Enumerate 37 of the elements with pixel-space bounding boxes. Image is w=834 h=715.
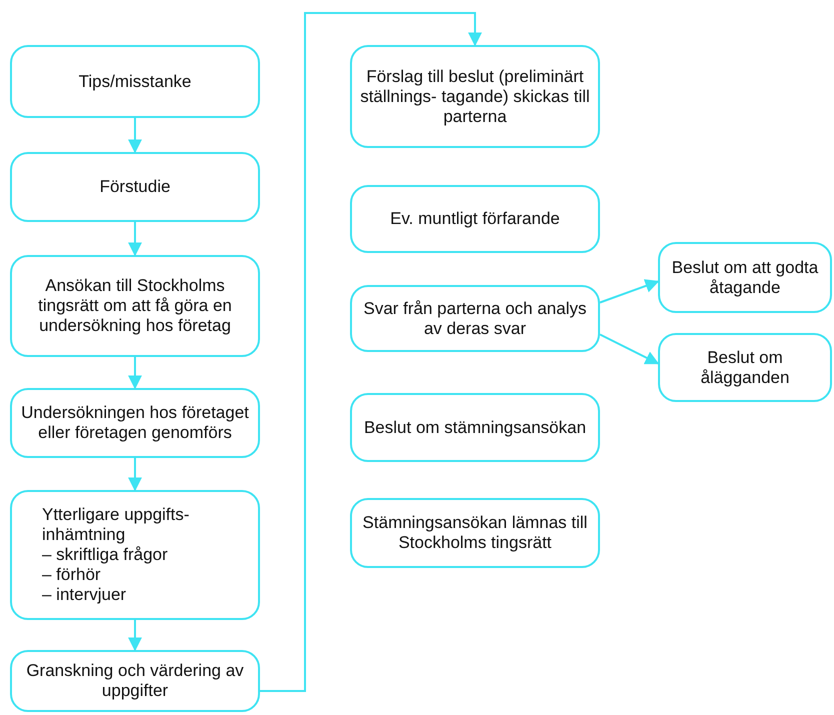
box-text: – skriftliga frågor: [42, 545, 168, 565]
box-text: – intervjuer: [42, 585, 126, 605]
box-text: Beslut om att godta åtagande: [670, 258, 820, 298]
box-text: Stämningsansökan lämnas till Stockholms tingsrätt: [362, 513, 588, 553]
arrow: [600, 334, 660, 364]
process-box: [10, 152, 260, 222]
process-box: [10, 388, 260, 458]
box-text: Undersökningen hos företaget eller företagen genomförs: [20, 403, 250, 443]
arrow: [128, 620, 142, 652]
process-box: [350, 393, 600, 462]
process-box: [658, 333, 832, 402]
process-box: [350, 185, 600, 253]
process-box: [350, 285, 600, 352]
box-text: Svar från parterna och analys av deras svar: [362, 298, 588, 338]
box-text: Ev. muntligt förfarande: [390, 209, 560, 229]
arrow: [128, 357, 142, 390]
box-text: Granskning och värdering av uppgifter: [25, 661, 245, 701]
process-box: [10, 490, 260, 620]
arrow: [128, 118, 142, 154]
process-box: [350, 498, 600, 568]
box-text: Beslut om stämningsansökan: [364, 418, 586, 438]
arrow: [600, 279, 660, 304]
process-box: [10, 650, 260, 712]
arrow: [260, 12, 482, 692]
box-text: Tips/misstanke: [78, 72, 192, 92]
box-text: Förstudie: [100, 177, 170, 197]
process-box: [658, 242, 832, 313]
box-text: Ansökan till Stockholms tingsrätt om att få göra en undersökning hos företag: [37, 276, 233, 336]
arrow: [128, 222, 142, 256]
process-box: [10, 45, 260, 118]
box-text: Förslag till beslut (preliminärt ställnings- tagande) skickas till parterna: [360, 66, 590, 126]
box-text: Beslut om ålägganden: [700, 348, 790, 388]
arrow: [128, 458, 142, 492]
process-box: [10, 255, 260, 357]
box-text: – förhör: [42, 565, 101, 585]
process-box: [350, 45, 600, 148]
box-text: Ytterligare uppgifts- inhämtning: [42, 505, 190, 545]
